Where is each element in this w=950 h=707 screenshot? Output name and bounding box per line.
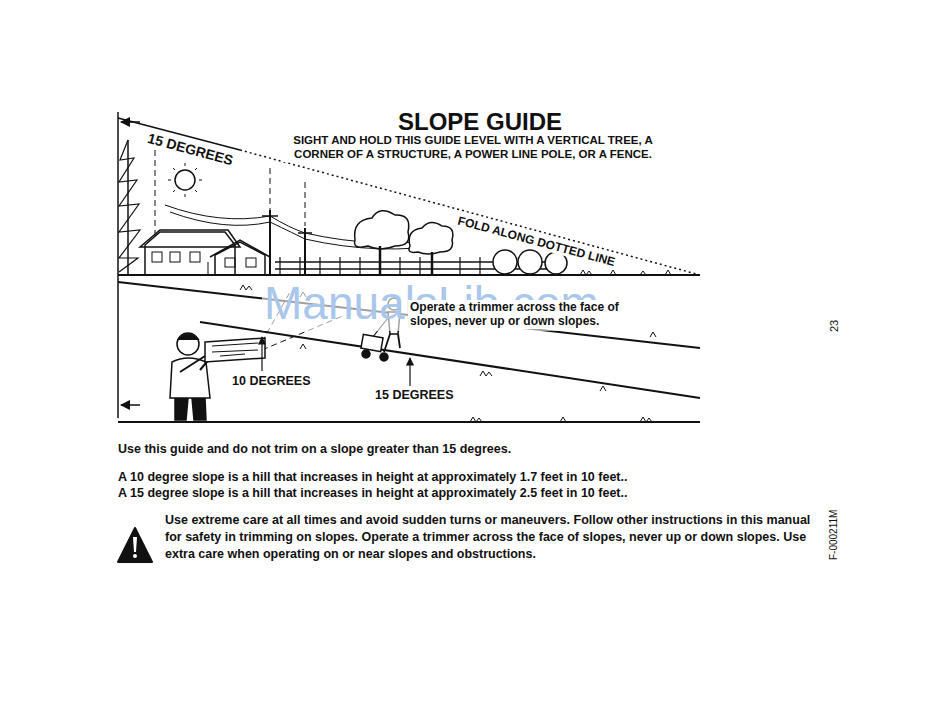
angle-label: 10 DEGREES	[230, 374, 313, 389]
warning-text: Use extreme care at all times and avoid …	[165, 512, 815, 563]
slope-note: A 15 degree slope is a hill that increas…	[118, 486, 818, 501]
operate-note: Operate a trimmer across the face of slo…	[408, 300, 644, 329]
title: SLOPE GUIDE	[330, 108, 630, 137]
angle-label: 15 DEGREES	[146, 130, 235, 169]
instruction-note: SIGHT AND HOLD THIS GUIDE LEVEL WITH A V…	[281, 134, 665, 162]
guide-note: Use this guide and do not trim on a slop…	[118, 442, 818, 457]
page-number: 23	[828, 320, 841, 332]
angle-label: 15 DEGREES	[373, 388, 456, 403]
document-code: F-000211M	[828, 510, 840, 560]
warning-icon	[118, 528, 152, 562]
slope-note: A 10 degree slope is a hill that increas…	[118, 470, 818, 485]
